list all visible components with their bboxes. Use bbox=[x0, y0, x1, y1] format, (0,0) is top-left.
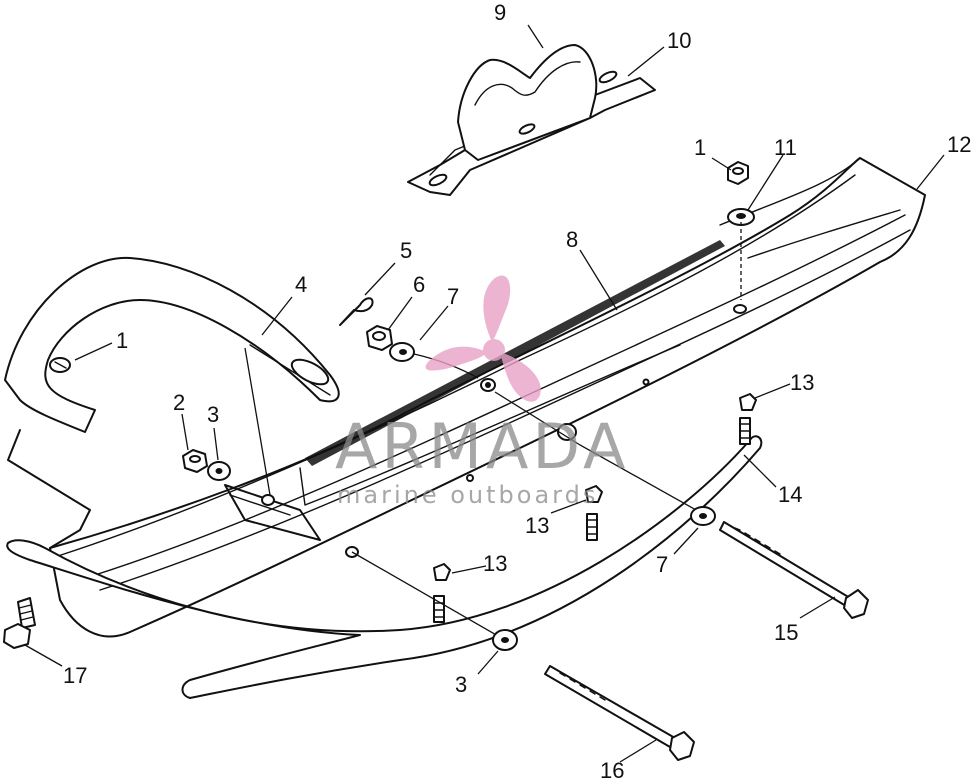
callout-13-low: 13 bbox=[483, 551, 507, 576]
ski-handle bbox=[4, 256, 340, 549]
callout-3: 3 bbox=[207, 402, 219, 427]
callout-13-mid: 13 bbox=[525, 513, 549, 538]
nut-13-b bbox=[585, 485, 603, 503]
callout-15: 15 bbox=[774, 620, 798, 645]
washer-upper bbox=[389, 342, 479, 379]
callout-7: 7 bbox=[447, 284, 459, 309]
watermark-title: ARMADA bbox=[335, 410, 629, 483]
watermark-subtitle: marine outboards bbox=[337, 481, 598, 509]
callout-1: 1 bbox=[694, 135, 706, 160]
watermark-logo bbox=[425, 275, 541, 402]
callout-8: 8 bbox=[566, 227, 578, 252]
callout-6: 6 bbox=[413, 272, 425, 297]
callout-4: 4 bbox=[295, 272, 307, 297]
nut-left bbox=[182, 449, 208, 473]
nut-top bbox=[727, 161, 749, 185]
nut-13-a bbox=[739, 393, 757, 411]
bolt-long-right bbox=[719, 521, 869, 619]
washer-lower-left bbox=[492, 629, 518, 651]
callout-2: 2 bbox=[173, 390, 185, 415]
callout-leaders bbox=[24, 24, 945, 763]
callout-16: 16 bbox=[600, 758, 624, 780]
callout-13: 13 bbox=[790, 370, 814, 395]
washer-lower bbox=[690, 506, 716, 526]
nut-13-c bbox=[433, 563, 451, 581]
castle-nut bbox=[366, 325, 393, 351]
bolt-long-left bbox=[544, 665, 695, 761]
callout-7-lower: 7 bbox=[656, 552, 668, 577]
washer-top bbox=[727, 208, 755, 300]
callout-9: 9 bbox=[494, 0, 506, 25]
callout-1-handle: 1 bbox=[116, 328, 128, 353]
callout-14: 14 bbox=[778, 482, 802, 507]
cotter-pin bbox=[339, 297, 374, 326]
callout-10: 10 bbox=[667, 28, 691, 53]
wear-bar bbox=[6, 417, 763, 699]
bolt-short bbox=[3, 597, 36, 649]
ski-body bbox=[49, 157, 926, 638]
callout-3-lower: 3 bbox=[455, 672, 467, 697]
washer-left bbox=[207, 461, 231, 481]
callout-12: 12 bbox=[947, 132, 971, 157]
rubber-damper bbox=[457, 44, 598, 161]
callout-5: 5 bbox=[400, 238, 412, 263]
callout-17: 17 bbox=[63, 663, 87, 688]
callout-11: 11 bbox=[774, 135, 797, 160]
